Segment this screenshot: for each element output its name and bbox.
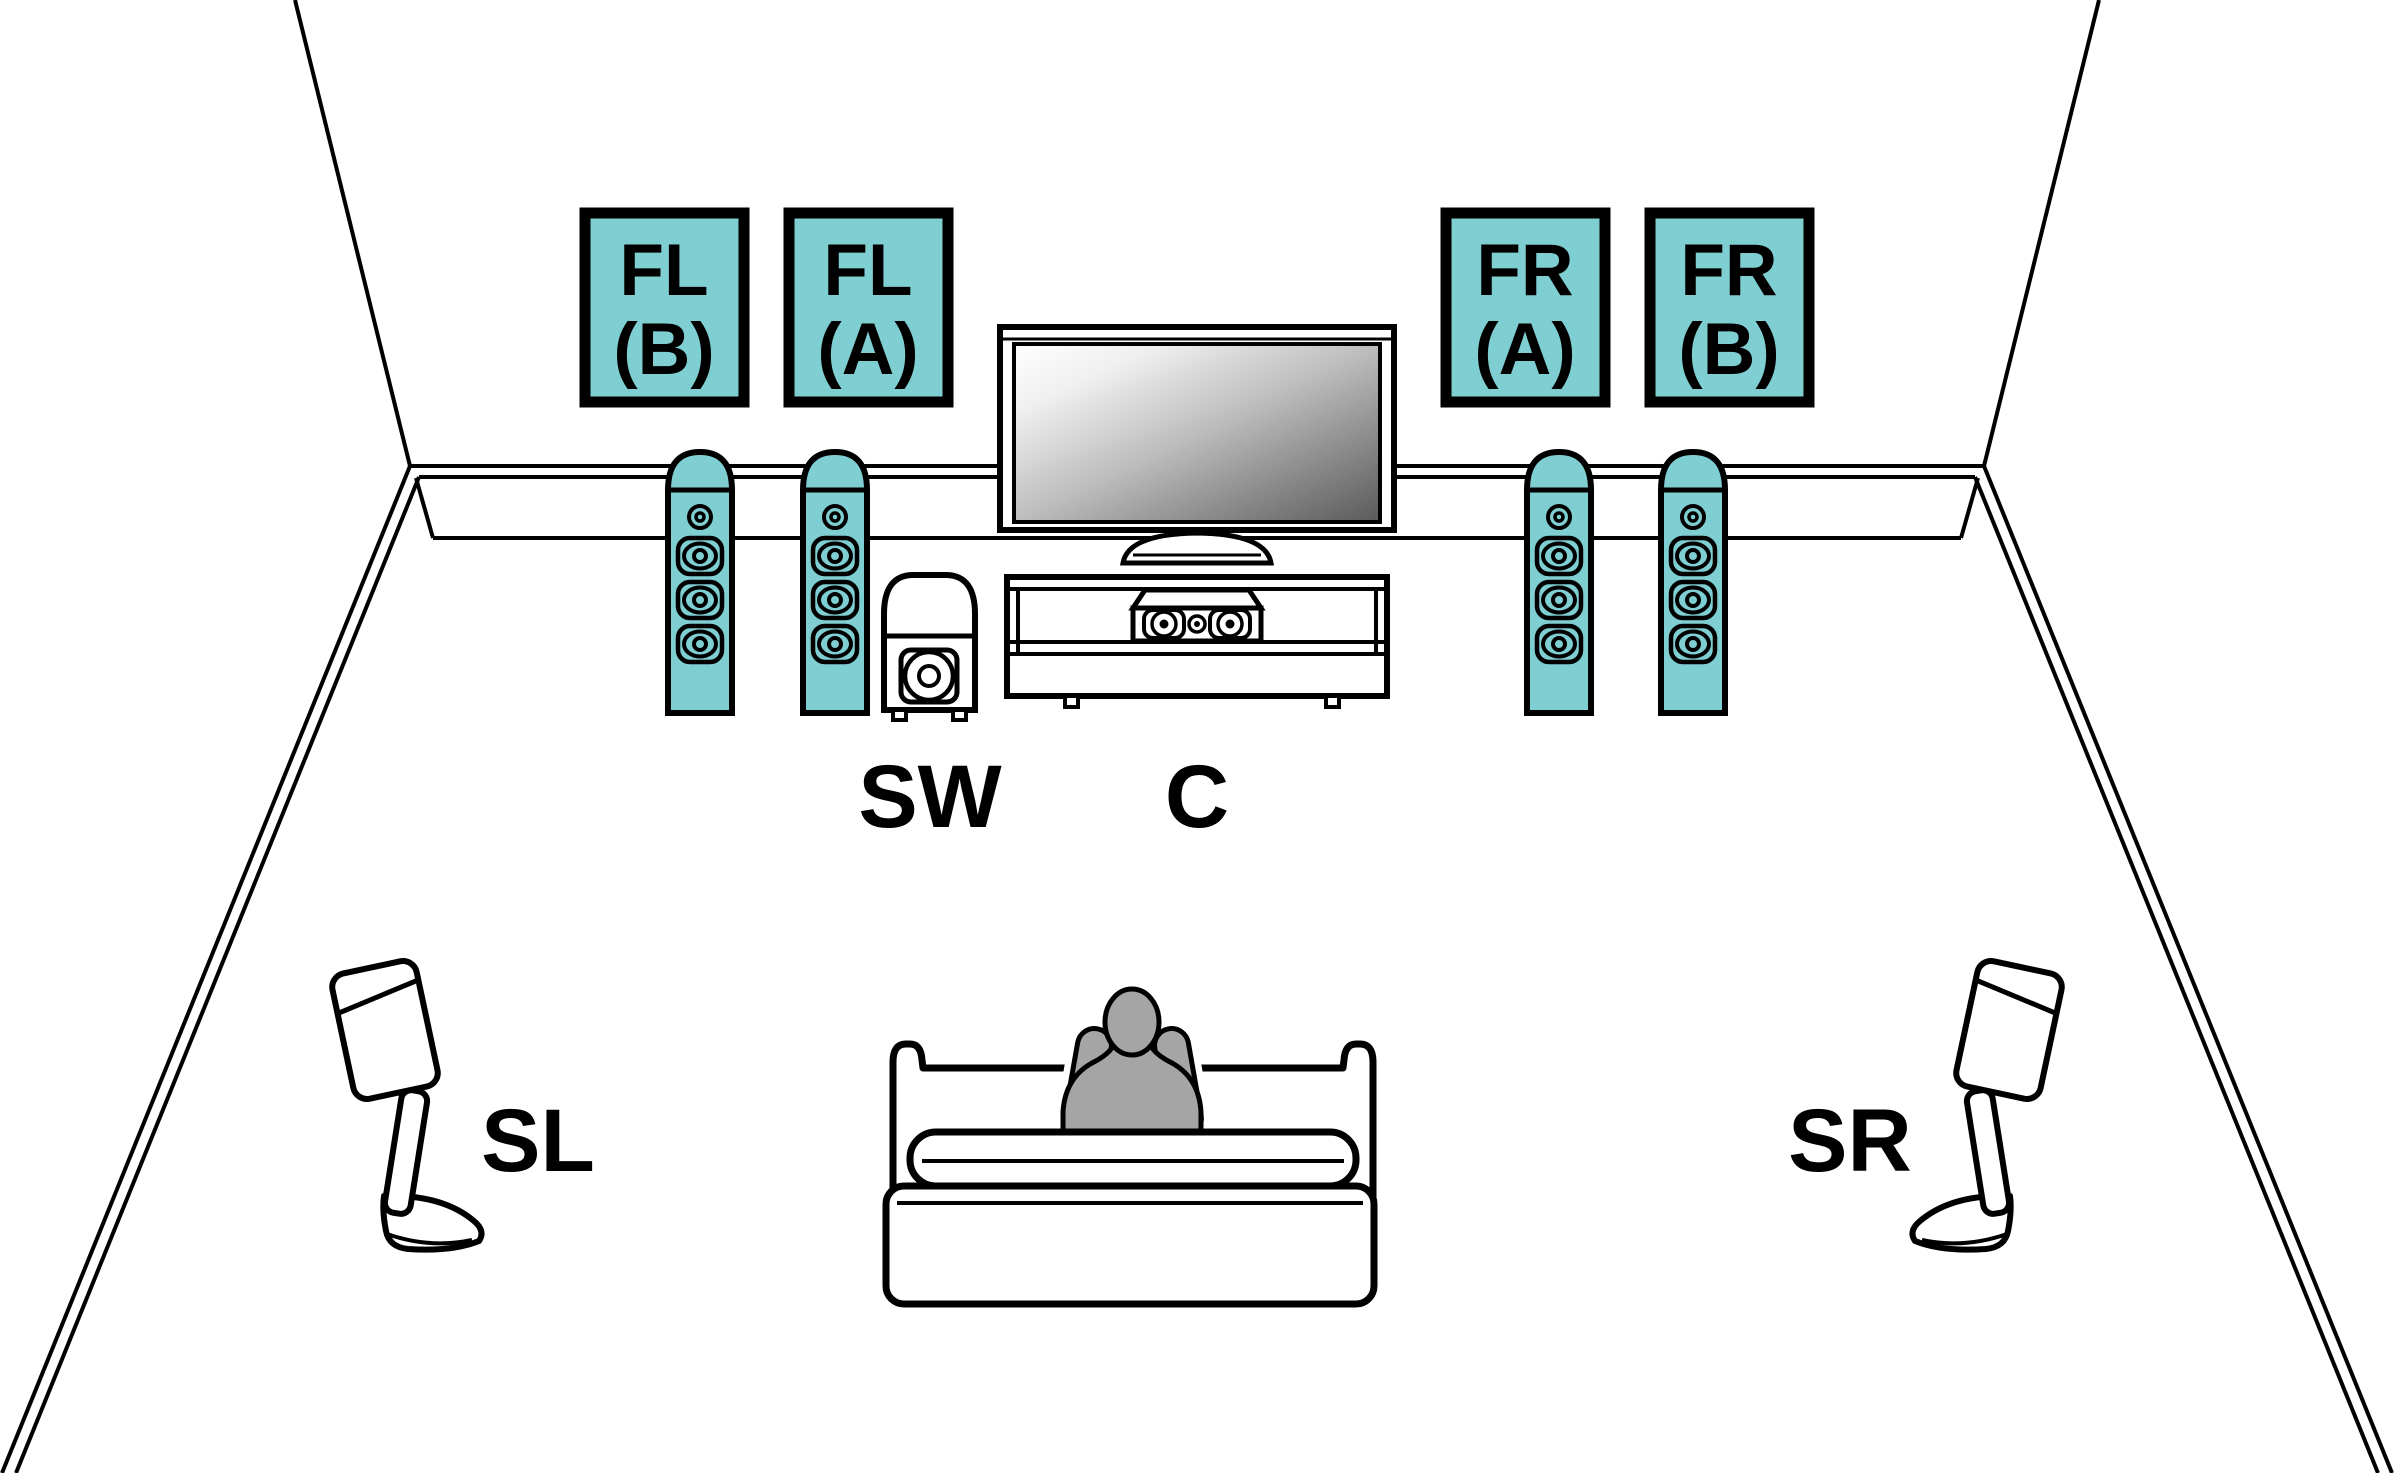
listener xyxy=(1054,980,1211,1149)
listener-head xyxy=(1102,986,1162,1058)
center-woofer-right-cap xyxy=(1225,619,1235,629)
subwoofer-label: SW xyxy=(858,746,1001,846)
left-floor-junction-inner xyxy=(14,476,421,1473)
center-woofer-right-cone xyxy=(1216,610,1244,638)
center-woofer-right-frame xyxy=(1208,608,1252,640)
subwoofer-foot-right xyxy=(951,708,968,722)
tv-stand xyxy=(1004,574,1390,709)
left-wall-corner-line xyxy=(293,0,412,467)
tower-speaker-front-right-b xyxy=(1661,452,1725,713)
tower-speaker-front-right-a xyxy=(1527,452,1591,713)
center-woofer-left-cap xyxy=(1159,619,1169,629)
tower-speaker-front-left-a xyxy=(803,452,867,713)
center-tweeter-cap xyxy=(1194,621,1200,627)
label-box xyxy=(1440,207,1611,408)
center-label: C xyxy=(1165,746,1229,846)
surround-left-speaker xyxy=(330,958,482,1249)
left-floor-junction-outer xyxy=(0,465,412,1473)
label-text-line2: (A) xyxy=(817,309,918,390)
center-woofer-left-cone xyxy=(1150,610,1178,638)
label-text-line2: (A) xyxy=(1474,309,1575,390)
center-speaker xyxy=(1128,587,1266,644)
label-front-right-a: FR (A) xyxy=(1440,207,1611,408)
label-front-left-b: FL (B) xyxy=(579,207,750,408)
label-box xyxy=(1644,207,1815,408)
tv xyxy=(997,324,1397,566)
label-text-line2: (B) xyxy=(1678,309,1779,390)
surround-left-label: SL xyxy=(481,1090,595,1190)
right-floor-junction-inner xyxy=(1973,476,2380,1473)
right-floor-junction-outer xyxy=(1982,465,2394,1473)
subwoofer-driver-cap xyxy=(917,664,941,688)
center-tweeter xyxy=(1187,614,1207,634)
tv-screen xyxy=(1012,342,1382,524)
stand-foot-left xyxy=(1063,694,1080,709)
center-woofer-left-frame xyxy=(1142,608,1186,640)
label-text-line1: FR xyxy=(1476,230,1573,311)
label-text-line1: FR xyxy=(1680,230,1777,311)
label-text-line1: FL xyxy=(619,230,708,311)
right-wall-corner-line xyxy=(1982,0,2101,467)
label-text-line1: FL xyxy=(823,230,912,311)
label-front-right-b: FR (B) xyxy=(1644,207,1815,408)
subwoofer-foot-left xyxy=(891,708,908,722)
right-floor-connector xyxy=(1959,477,1980,539)
surround-right-label: SR xyxy=(1788,1090,1912,1190)
label-front-left-a: FL (A) xyxy=(783,207,954,408)
center-speaker-top-face xyxy=(1128,587,1266,611)
subwoofer-driver-frame xyxy=(898,647,960,705)
label-box xyxy=(783,207,954,408)
label-text-line2: (B) xyxy=(613,309,714,390)
left-floor-connector xyxy=(414,477,435,539)
surround-right-speaker xyxy=(1912,958,2064,1249)
sofa xyxy=(882,980,1378,1308)
stand-foot-right xyxy=(1324,694,1341,709)
subwoofer-driver-cone xyxy=(902,649,956,703)
label-box xyxy=(579,207,750,408)
subwoofer xyxy=(881,572,978,722)
tower-speaker-front-left-b xyxy=(668,452,732,713)
